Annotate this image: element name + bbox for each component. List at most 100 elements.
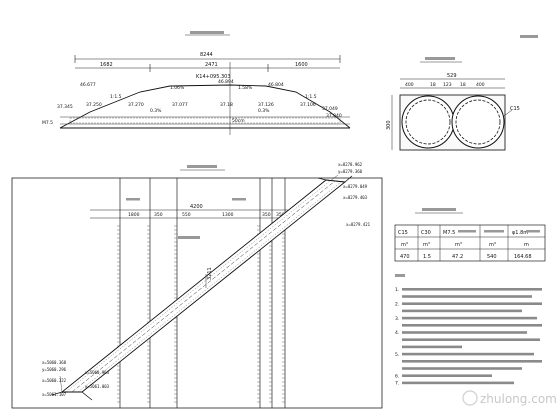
table-unit: m³	[455, 242, 462, 248]
slope-label: 0.3%	[150, 108, 162, 114]
elevation-label: 37.18	[220, 102, 233, 108]
pipe-material-label: C15	[510, 106, 520, 112]
note-text-line	[402, 302, 542, 305]
slope-label: 0.3%	[258, 108, 270, 114]
dim-middle: 2471	[205, 62, 218, 68]
note-text-line	[402, 374, 492, 377]
slope-label: 1:1.5	[110, 94, 122, 100]
coordinate-label: x=5061.003	[85, 384, 110, 389]
pipe-width-text: 529	[447, 73, 457, 79]
plan-frame	[11, 177, 383, 409]
note-number: 5.	[395, 352, 399, 358]
corner-mark	[520, 35, 538, 38]
coordinate-label: x=8278.962	[338, 162, 363, 167]
elevation-label: 37.040	[326, 113, 342, 119]
pipe-part: 18	[460, 82, 466, 88]
culvert-wall-line	[65, 180, 331, 393]
note-number: 2.	[395, 301, 399, 307]
station-label: K14+095.303	[196, 74, 231, 80]
coordinate-label: x=5060.964	[85, 370, 110, 375]
table-unit: m³	[423, 242, 430, 248]
note-number: 3.	[395, 316, 399, 322]
plan-column-width: 350	[154, 212, 163, 218]
table-value: 540	[487, 254, 497, 260]
column-caption	[232, 198, 246, 201]
table-value: 164.68	[514, 254, 532, 260]
note-text-line	[402, 345, 462, 349]
table-header: M7.5	[443, 230, 455, 236]
watermark-logo-icon	[462, 390, 478, 406]
column-caption	[126, 198, 140, 201]
slope-label: 1.06%	[170, 85, 185, 91]
cross-section: 8244 1682 2471 1600 K14+095.303 46.677 4…	[42, 31, 351, 135]
coordinate-label: x=5060.368	[42, 360, 67, 365]
note-text-line	[402, 360, 542, 363]
lower-wing-wall	[51, 391, 93, 401]
culvert-wall-line	[77, 181, 342, 393]
slope-label: 1:1.5	[305, 94, 317, 100]
pipe-section: 529 400 18 123 18 400 C15 300	[386, 57, 520, 151]
plan-title-text	[187, 165, 217, 168]
dim-right: 1600	[295, 62, 308, 68]
coordinate-label: x=8279.403	[343, 195, 368, 200]
table-header: φ1.8m	[512, 230, 528, 236]
coordinate-label: y=8279.360	[338, 169, 363, 174]
table-title-text	[422, 208, 456, 211]
elevation-label: 37.126	[258, 102, 274, 108]
pipe-title-text	[425, 57, 455, 60]
elevation-label: 37.250	[86, 102, 102, 108]
coordinate-label: x=5061.107	[42, 392, 67, 397]
upper-wing-wall	[317, 175, 353, 183]
plan-column-width: 1800	[128, 212, 140, 218]
note-text-line	[402, 381, 514, 385]
watermark-text: zhulong.com	[480, 392, 557, 406]
elevation-label: 37.270	[128, 102, 144, 108]
quantity-table: C15 C30 M7.5 φ1.8m m³ m³ m³ m³ m 470 1.5…	[394, 208, 546, 262]
elevation-label: 37.077	[172, 102, 188, 108]
note-text-line	[402, 324, 542, 327]
note-number: 7.	[395, 381, 399, 387]
table-unit: m³	[401, 242, 408, 248]
note-number: 6.	[395, 373, 399, 379]
culvert-body	[69, 117, 341, 124]
table-frame	[394, 224, 546, 262]
note-text-line	[402, 338, 540, 341]
note-lines: 1. 2. 3. 4. 5. 6. 7.	[395, 287, 542, 387]
elevation-label: 46.894	[218, 79, 234, 85]
table-unit: m³	[489, 242, 496, 248]
plan-annotation	[178, 236, 200, 239]
note-text-line	[402, 352, 534, 356]
elevation-label: 37.106	[300, 102, 316, 108]
pipe-right-inner	[455, 99, 501, 145]
total-width-text: 8244	[200, 52, 213, 58]
pipe-part: 400	[476, 82, 485, 88]
table-value: 470	[400, 254, 410, 260]
pipe-left-inner	[405, 99, 451, 145]
road-profile	[59, 84, 351, 129]
table-header-text	[484, 230, 504, 233]
culvert-centerline	[71, 180, 336, 393]
mortar-label: M7.5	[42, 120, 53, 126]
leader-line	[503, 109, 513, 117]
section-title-text	[190, 31, 224, 34]
pipe-height-text: 300	[386, 120, 392, 130]
plan-column-width: 350	[262, 212, 271, 218]
note-text-line	[402, 288, 542, 291]
coordinate-label: y=5060.296	[42, 367, 67, 372]
coordinate-label: x=8279.049	[343, 184, 368, 189]
leader-line	[59, 375, 63, 393]
note-text-line	[402, 295, 532, 298]
table-header-text	[526, 230, 540, 233]
plan-column-width: 550	[182, 212, 191, 218]
note-text-line	[402, 367, 522, 370]
plan-view: 4200 1800 350 550 1300 350 350 3211 x=82…	[11, 162, 383, 409]
table-header: C15	[398, 230, 408, 236]
table-value: 47.2	[452, 254, 463, 260]
culvert-plan-body	[60, 179, 347, 393]
elevation-label: 37.345	[57, 104, 73, 110]
note-number: 4.	[395, 330, 399, 336]
pipe-part: 123	[443, 82, 452, 88]
length-label: 50cm	[232, 118, 245, 124]
note-number: 1.	[395, 287, 399, 293]
